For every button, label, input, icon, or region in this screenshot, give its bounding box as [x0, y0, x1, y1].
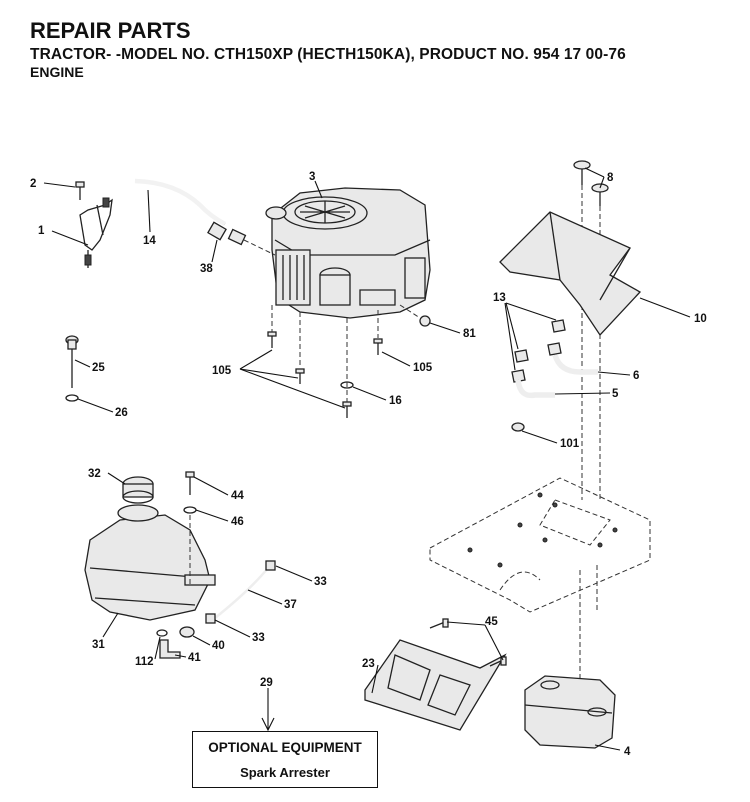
callout-25: 25	[92, 362, 105, 374]
callout-5: 5	[612, 388, 619, 400]
callout-105b: 105	[413, 362, 433, 374]
exhaust-pipes-part	[511, 319, 598, 432]
callout-46: 46	[231, 516, 244, 528]
callout-23: 23	[362, 658, 375, 670]
callout-38: 38	[200, 263, 213, 275]
callout-33b: 33	[252, 632, 265, 644]
callout-13: 13	[493, 292, 506, 304]
callout-2: 2	[30, 178, 36, 190]
muffler-part	[524, 675, 616, 749]
callout-6: 6	[633, 370, 639, 382]
fuel-tank-part	[84, 476, 216, 621]
optional-equipment-heading: OPTIONAL EQUIPMENT	[208, 740, 362, 755]
nut-81-part	[399, 304, 431, 327]
frame-plate-part	[429, 477, 651, 680]
callout-1: 1	[38, 225, 45, 237]
callout-41: 41	[188, 652, 201, 664]
leader-lines	[43, 167, 691, 751]
callout-3: 3	[309, 171, 315, 183]
fuel-line-part	[134, 178, 276, 256]
throttle-control-part	[75, 181, 113, 268]
callout-10: 10	[694, 313, 707, 325]
optional-equipment-item: Spark Arrester	[240, 765, 330, 780]
fittings-part	[156, 626, 195, 659]
dipstick-part	[65, 335, 79, 402]
section-name: ENGINE	[30, 64, 84, 80]
callout-33a: 33	[314, 576, 327, 588]
engine-part	[265, 187, 431, 319]
callout-44: 44	[231, 490, 244, 502]
bracket-part	[364, 618, 507, 731]
callout-101: 101	[560, 438, 580, 450]
callout-4: 4	[624, 746, 631, 758]
callout-29: 29	[260, 677, 273, 689]
callout-8: 8	[607, 172, 614, 184]
header: REPAIR PARTS TRACTOR- -MODEL NO. CTH150X…	[30, 18, 626, 80]
callout-14: 14	[143, 235, 156, 247]
engine-bolts-part	[267, 305, 383, 418]
callout-40: 40	[212, 640, 225, 652]
callout-112: 112	[135, 656, 154, 668]
heat-shield-part	[499, 211, 642, 337]
callout-31: 31	[92, 639, 105, 651]
page-title: REPAIR PARTS	[30, 18, 191, 43]
callout-37: 37	[284, 599, 297, 611]
callout-26: 26	[115, 407, 128, 419]
callout-32: 32	[88, 468, 101, 480]
tank-fuel-line-part	[205, 560, 276, 624]
optional-equipment-box: OPTIONAL EQUIPMENT Spark Arrester	[192, 731, 378, 788]
callout-16: 16	[389, 395, 402, 407]
callout-81: 81	[463, 328, 476, 340]
callout-105a: 105	[212, 365, 232, 377]
callout-labels: 1 2 3 8 10 13 6 5 101 14 38 81 25 26 105…	[30, 171, 707, 758]
callout-45: 45	[485, 616, 498, 628]
model-subtitle: TRACTOR- -MODEL NO. CTH150XP (HECTH150KA…	[30, 46, 626, 63]
